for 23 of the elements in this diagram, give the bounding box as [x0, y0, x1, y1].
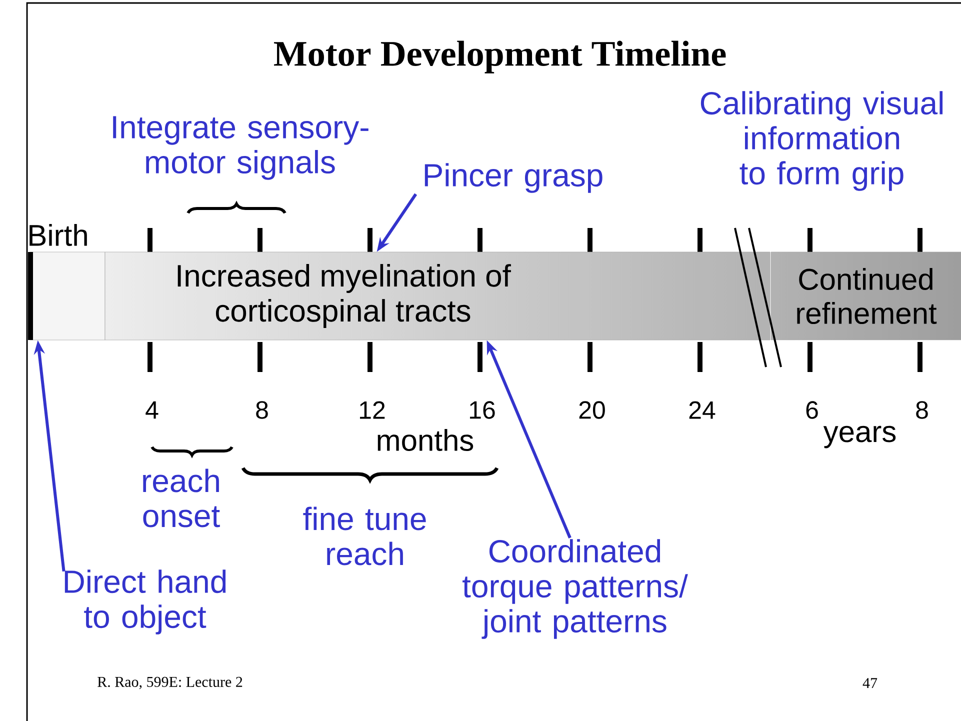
tick-label: 6 — [806, 401, 818, 419]
timeline-segment — [28, 252, 106, 340]
footer-text: R. Rao, 599E: Lecture 2 — [98, 676, 242, 690]
title: Motor Development Timeline — [274, 40, 726, 74]
axis-label: years — [823, 426, 896, 448]
annotation-text: Calibrating visual information to form grip — [700, 91, 943, 191]
tick-label: 16 — [470, 401, 495, 419]
annotation-text: Direct hand to object — [64, 570, 226, 634]
axis-label: Birth — [30, 224, 87, 246]
annotation-text: Pincer grasp — [424, 163, 602, 193]
axis-label: months — [378, 429, 474, 452]
tick-label: 12 — [360, 401, 385, 419]
tick-label: 24 — [689, 401, 716, 419]
tick-label: 20 — [579, 401, 605, 419]
annotation-text: Coordinated torque patterns/ joint patterns — [462, 539, 688, 639]
tick-label: 8 — [256, 401, 268, 419]
annotation-text: reach onset — [143, 468, 220, 528]
annotation-text: fine tune reach — [303, 506, 426, 566]
annotation-text: Integrate sensory-motor signals — [113, 116, 368, 180]
tick-label: 4 — [146, 401, 158, 419]
tick-label: 8 — [916, 401, 928, 419]
footer-text: 47 — [862, 678, 878, 688]
timeline-bar: Continued refinement — [770, 252, 961, 340]
